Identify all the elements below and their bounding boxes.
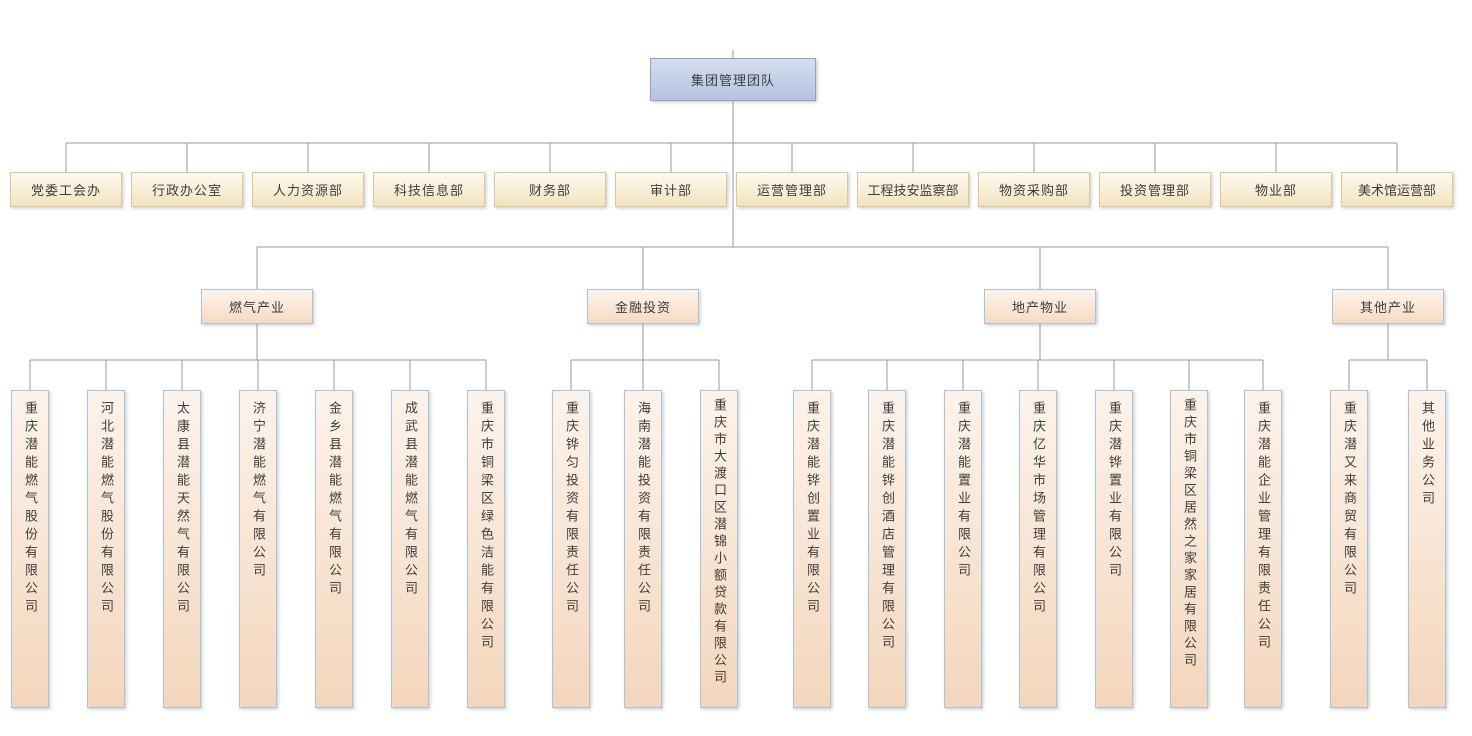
dept-node-3: 人力资源部 [252, 172, 364, 207]
company-node-finance-1: 重庆铧匀投资有限责任公司 [552, 390, 590, 708]
dept-node-8: 工程技安监察部 [857, 172, 969, 207]
dept-node-6: 审计部 [615, 172, 727, 207]
company-node-finance-2: 海南潜能投资有限责任公司 [624, 390, 662, 708]
company-node-gas-3: 太康县潜能天然气有限公司 [163, 390, 201, 708]
dept-node-12: 美术馆运营部 [1341, 172, 1453, 207]
dept-node-5: 财务部 [494, 172, 606, 207]
company-node-gas-2: 河北潜能燃气股份有限公司 [87, 390, 125, 708]
company-node-gas-6: 成武县潜能燃气有限公司 [391, 390, 429, 708]
company-node-realestate-5: 重庆潜铧置业有限公司 [1095, 390, 1133, 708]
dept-node-2: 行政办公室 [131, 172, 243, 207]
company-node-gas-5: 金乡县潜能燃气有限公司 [315, 390, 353, 708]
company-node-other-2: 其他业务公司 [1408, 390, 1446, 708]
company-node-gas-1: 重庆潜能燃气股份有限公司 [11, 390, 49, 708]
company-node-other-1: 重庆潜又来商贸有限公司 [1330, 390, 1368, 708]
dept-node-4: 科技信息部 [373, 172, 485, 207]
category-node-other: 其他产业 [1332, 289, 1444, 324]
company-node-realestate-3: 重庆潜能置业有限公司 [944, 390, 982, 708]
category-node-realestate: 地产物业 [984, 289, 1096, 324]
category-node-finance: 金融投资 [587, 289, 699, 324]
dept-node-1: 党委工会办 [10, 172, 122, 207]
dept-node-11: 物业部 [1220, 172, 1332, 207]
company-node-gas-4: 济宁潜能燃气有限公司 [239, 390, 277, 708]
company-node-realestate-4: 重庆亿华市场管理有限公司 [1019, 390, 1057, 708]
company-node-realestate-2: 重庆潜能铧创酒店管理有限公司 [868, 390, 906, 708]
org-node-root: 集团管理团队 [650, 58, 816, 101]
dept-node-7: 运营管理部 [736, 172, 848, 207]
company-node-gas-7: 重庆市铜梁区绿色洁能有限公司 [467, 390, 505, 708]
dept-node-9: 物资采购部 [978, 172, 1090, 207]
category-node-gas: 燃气产业 [201, 289, 313, 324]
company-node-realestate-6: 重庆市铜梁区居然之家家居有限公司 [1170, 390, 1208, 708]
company-node-realestate-1: 重庆潜能铧创置业有限公司 [793, 390, 831, 708]
company-node-finance-3: 重庆市大渡口区潜锦小额贷款有限公司 [700, 390, 738, 708]
dept-node-10: 投资管理部 [1099, 172, 1211, 207]
company-node-realestate-7: 重庆潜能企业管理有限责任公司 [1244, 390, 1282, 708]
